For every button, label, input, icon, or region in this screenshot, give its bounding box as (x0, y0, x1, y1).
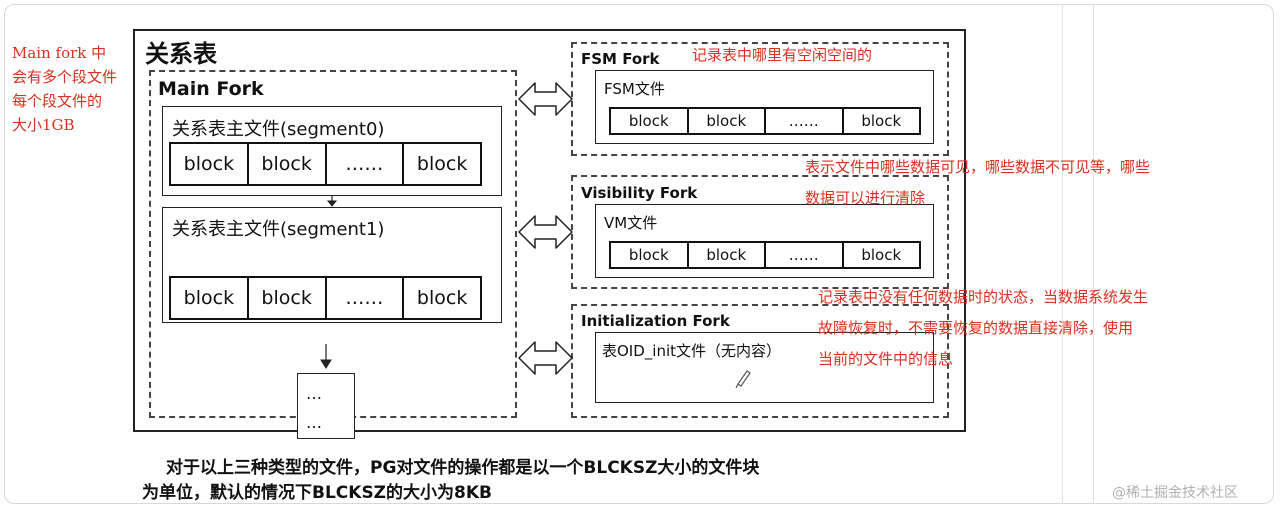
annotation-line: 记录表中没有任何数据时的状态，当数据系统发生 (818, 288, 1149, 306)
annotation-line: 大小1GB (12, 116, 75, 134)
block-cell: block (611, 243, 689, 267)
initialization-fork-label: Initialization Fork (581, 312, 730, 330)
segment1-box (162, 207, 502, 323)
column-rule-left (1062, 4, 1063, 504)
double-arrow-icon (518, 341, 573, 375)
pencil-icon (735, 370, 751, 389)
segment1-label: 关系表主文件(segment1) (172, 219, 385, 240)
segment0-box (162, 106, 502, 196)
visibility-fork-label: Visibility Fork (581, 184, 698, 202)
ellipsis-cell: …… (766, 243, 844, 267)
annotation-line: 当前的文件中的信息 (818, 350, 954, 368)
ellipsis-cell: …… (766, 109, 844, 133)
block-cell: block (416, 287, 468, 309)
block-cell: block (861, 112, 902, 130)
visibility-annotation: 表示文件中哪些数据可见，哪些数据不可见等，哪些 数据可以进行清除 (805, 152, 1150, 214)
annotation-line: 故障恢复时，不需要恢复的数据直接清除，使用 (818, 319, 1134, 337)
more-segments-dots-2: … (306, 413, 322, 432)
segment1-block-row: block block …… block (169, 276, 482, 320)
block-cell: block (171, 144, 249, 184)
annotation-line: 数据可以进行清除 (805, 189, 926, 207)
fsm-file-label: FSM文件 (604, 80, 665, 98)
block-cell: block (611, 109, 689, 133)
block-cell: block (861, 246, 902, 264)
down-arrow-icon (326, 196, 338, 207)
init-file-label: 表OID_init文件（无内容） (602, 342, 782, 360)
block-cell: block (416, 153, 468, 175)
image-frame (4, 4, 1274, 504)
annotation-line: 每个段文件的 (12, 92, 103, 110)
block-cell: block (249, 278, 327, 318)
main-fork-annotation: Main fork 中 会有多个段文件 每个段文件的 大小1GB (12, 41, 117, 137)
caption-line: 对于以上三种类型的文件，PG对文件的操作都是以一个BLCKSZ大小的文件块 (166, 458, 760, 478)
annotation-line: 会有多个段文件 (12, 68, 118, 86)
block-cell: block (249, 144, 327, 184)
watermark: @稀土掘金技术社区 (1112, 485, 1238, 501)
initialization-fork-box (571, 304, 949, 418)
vm-block-row: block block …… block (609, 241, 921, 269)
column-rule-right (1093, 4, 1094, 504)
caption: 对于以上三种类型的文件，PG对文件的操作都是以一个BLCKSZ大小的文件块 为单… (142, 456, 759, 506)
more-segments-dots-1: … (306, 384, 322, 403)
double-arrow-icon (518, 82, 573, 116)
segment0-block-row: block block …… block (169, 142, 482, 186)
ellipsis-cell: …… (327, 144, 405, 184)
init-file-box (595, 332, 934, 403)
vm-file-label: VM文件 (604, 214, 658, 232)
block-cell: block (689, 243, 766, 267)
annotation-line: 表示文件中哪些数据可见，哪些数据不可见等，哪些 (805, 158, 1151, 176)
main-fork-label: Main Fork (158, 78, 264, 100)
down-arrow-icon (320, 344, 332, 369)
initialization-annotation: 记录表中没有任何数据时的状态，当数据系统发生 故障恢复时，不需要恢复的数据直接清… (818, 282, 1148, 375)
annotation-line: Main fork 中 (12, 44, 107, 62)
caption-line: 为单位，默认的情况下BLCKSZ的大小为8KB (142, 483, 492, 503)
double-arrow-icon (518, 215, 573, 249)
more-segments-box (297, 373, 355, 439)
relation-table-title: 关系表 (145, 40, 217, 68)
fsm-block-row: block block …… block (609, 107, 921, 135)
segment0-label: 关系表主文件(segment0) (172, 119, 385, 140)
block-cell: block (171, 278, 249, 318)
fsm-annotation: 记录表中哪里有空闲空间的 (692, 46, 873, 64)
fsm-fork-label: FSM Fork (581, 50, 660, 68)
ellipsis-cell: …… (327, 278, 405, 318)
block-cell: block (689, 109, 766, 133)
